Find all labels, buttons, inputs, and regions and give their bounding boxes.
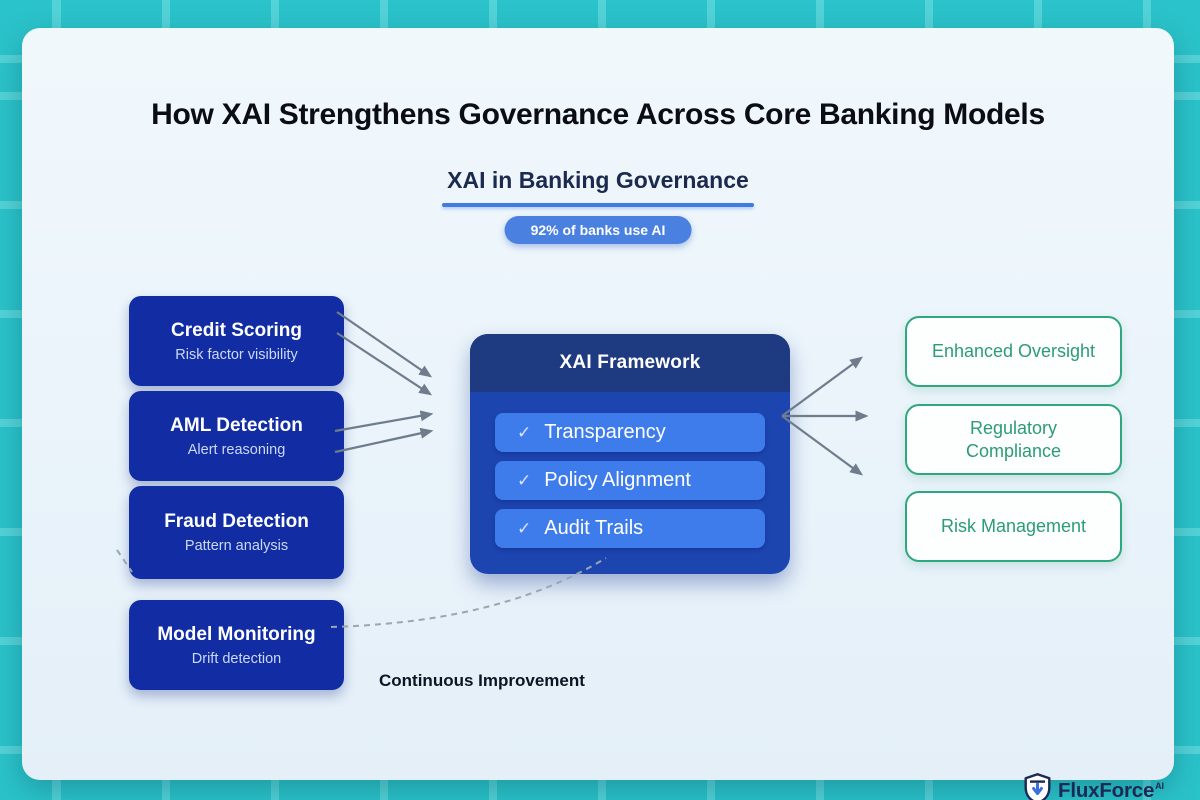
model-subtitle: Alert reasoning	[187, 441, 286, 458]
shield-download-icon	[1024, 773, 1051, 800]
framework-item-transparency: ✓ Transparency	[495, 413, 765, 452]
outcome-box-risk-management: Risk Management	[905, 491, 1122, 562]
model-title: AML Detection	[170, 414, 303, 436]
framework-item-policy-alignment: ✓ Policy Alignment	[495, 461, 765, 500]
framework-item-audit-trails: ✓ Audit Trails	[495, 509, 765, 548]
outcome-box-regulatory-compliance: Regulatory Compliance	[905, 404, 1122, 475]
model-subtitle: Pattern analysis	[184, 538, 289, 554]
model-subtitle: Drift detection	[191, 650, 282, 667]
stat-badge: 92% of banks use AI	[504, 216, 692, 244]
model-box-fraud-detection: Fraud Detection Pattern analysis	[129, 486, 344, 579]
framework-item-label: Transparency	[544, 421, 666, 443]
framework-items: ✓ Transparency ✓ Policy Alignment ✓ Audi…	[470, 392, 790, 548]
model-box-model-monitoring: Model Monitoring Drift detection	[129, 600, 344, 690]
model-title: Model Monitoring	[157, 623, 316, 645]
brand-logo: FluxForceAI	[1024, 773, 1164, 800]
framework-item-label: Audit Trails	[544, 517, 644, 539]
diagram-subtitle: XAI in Banking Governance	[22, 167, 1174, 207]
xai-framework-box: XAI Framework ✓ Transparency ✓ Policy Al…	[470, 334, 790, 574]
outcome-label: Risk Management	[940, 516, 1087, 537]
check-icon: ✓	[517, 518, 532, 538]
subtitle-text: XAI in Banking Governance	[447, 167, 749, 193]
check-icon: ✓	[517, 470, 532, 490]
model-box-aml-detection: AML Detection Alert reasoning	[129, 391, 344, 481]
content-card: How XAI Strengthens Governance Across Co…	[22, 28, 1174, 800]
model-box-credit-scoring: Credit Scoring Risk factor visibility	[129, 296, 344, 386]
model-subtitle: Risk factor visibility	[175, 346, 298, 363]
brand-suffix: AI	[1155, 781, 1164, 792]
outcome-box-enhanced-oversight: Enhanced Oversight	[905, 316, 1122, 387]
framework-title: XAI Framework	[470, 334, 790, 392]
brand-name: FluxForceAI	[1058, 779, 1164, 800]
framework-item-label: Policy Alignment	[544, 469, 691, 491]
outcome-label: Enhanced Oversight	[931, 341, 1096, 362]
model-title: Fraud Detection	[164, 511, 309, 532]
check-icon: ✓	[517, 422, 532, 442]
outcome-label: Regulatory Compliance	[965, 418, 1062, 461]
subtitle-underline	[442, 203, 754, 207]
continuous-improvement-label: Continuous Improvement	[379, 671, 585, 690]
model-title: Credit Scoring	[171, 319, 302, 341]
page-title: How XAI Strengthens Governance Across Co…	[151, 98, 1045, 131]
